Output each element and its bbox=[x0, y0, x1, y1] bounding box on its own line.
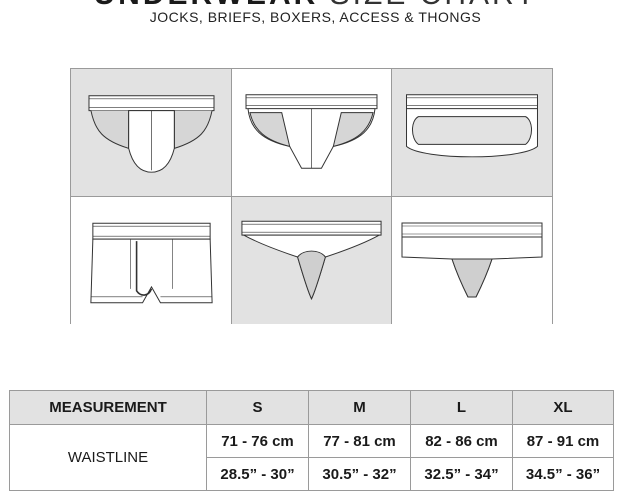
thong-illustration bbox=[232, 197, 392, 324]
header-size-xl: XL bbox=[512, 390, 614, 425]
page-title: UNDERWEAR SIZE CHART bbox=[0, 0, 631, 12]
boxer-icon bbox=[90, 222, 213, 304]
table-row-inch: 28.5” - 30” 30.5” - 32” 32.5” - 34” 34.5… bbox=[10, 457, 614, 491]
header-size-m: M bbox=[308, 390, 411, 425]
cell-l-inch: 32.5” - 34” bbox=[410, 457, 513, 491]
trunk-brief-icon bbox=[401, 222, 543, 298]
header-size-l: L bbox=[410, 390, 513, 425]
access-icon bbox=[406, 94, 538, 158]
cell-s-inch: 28.5” - 30” bbox=[206, 457, 309, 491]
brief-illustration bbox=[232, 69, 392, 197]
cell-s-cm: 71 - 76 cm bbox=[206, 424, 309, 458]
cell-l-cm: 82 - 86 cm bbox=[410, 424, 513, 458]
table-row-cm: WAISTLINE 71 - 76 cm 77 - 81 cm 82 - 86 … bbox=[9, 424, 614, 491]
brief-icon bbox=[245, 94, 378, 169]
size-table: MEASUREMENT S M L XL WAISTLINE 71 - 76 c… bbox=[9, 390, 614, 491]
table-header-row: MEASUREMENT S M L XL bbox=[9, 390, 614, 425]
header-size-s: S bbox=[206, 390, 309, 425]
product-illustration-grid bbox=[70, 68, 553, 324]
cell-m-inch: 30.5” - 32” bbox=[308, 457, 411, 491]
thong-icon bbox=[241, 220, 382, 300]
header-measurement: MEASUREMENT bbox=[9, 390, 207, 425]
row-label-waistline: WAISTLINE bbox=[9, 424, 207, 491]
access-illustration bbox=[392, 69, 552, 197]
boxer-illustration bbox=[71, 197, 232, 324]
page-subtitle: JOCKS, BRIEFS, BOXERS, ACCESS & THONGS bbox=[149, 9, 482, 25]
trunk-brief-illustration bbox=[392, 197, 552, 324]
cell-xl-inch: 34.5” - 36” bbox=[512, 457, 614, 491]
jock-illustration bbox=[71, 69, 232, 197]
cell-m-cm: 77 - 81 cm bbox=[308, 424, 411, 458]
jock-icon bbox=[88, 95, 215, 173]
cell-xl-cm: 87 - 91 cm bbox=[512, 424, 614, 458]
